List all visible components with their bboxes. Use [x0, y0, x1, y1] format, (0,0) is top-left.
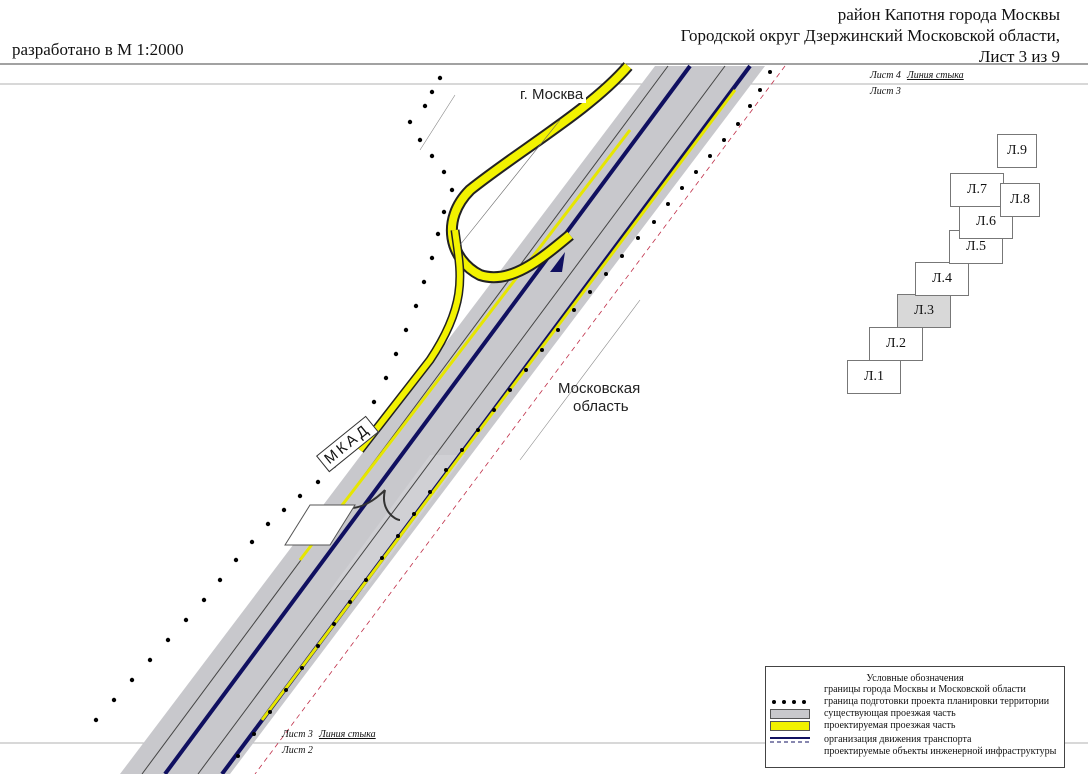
title-line-2: Городской округ Дзержинский Московской о… [680, 26, 1060, 45]
sheet-index-4[interactable]: Л.4 [915, 262, 969, 296]
existing-roadway [120, 66, 765, 774]
boundary-dots-right [236, 70, 772, 758]
title-line-1: район Капотня города Москвы [837, 5, 1060, 24]
join-line-text-top: Линия стыка [906, 70, 964, 81]
legend-text: существующая проезжая часть [824, 708, 956, 719]
legend: Условные обозначения границы города Моск… [765, 666, 1065, 768]
legend-row-projected: проектируемая проезжая часть [770, 720, 1062, 731]
edge-line-1 [141, 65, 669, 774]
sheet-3-text: Лист 3 [282, 729, 313, 740]
service-strip [330, 455, 465, 590]
oblast-label-1: Московская [558, 380, 641, 397]
title-line-3: Лист 3 из 9 [978, 47, 1060, 66]
legend-row-boundary: границы города Москвы и Московской облас… [770, 684, 1062, 695]
direction-arrow [550, 252, 565, 272]
traffic-line-1 [163, 64, 692, 774]
title-block: район Капотня города Москвы Городской ок… [681, 4, 1060, 67]
legend-symbol-none [770, 747, 810, 757]
sheet-label-top-4: Лист 4 Линия стыка [870, 70, 964, 81]
traffic-lines-icon [770, 735, 810, 745]
oblast-label-2: область [573, 398, 629, 415]
sheet-index-3[interactable]: Л.3 [897, 294, 951, 328]
boundary-dots-left [93, 75, 455, 723]
sheet-label-bottom-3: Лист 3 Линия стыка [282, 729, 376, 740]
scale-note: разработано в М 1:2000 [12, 40, 184, 59]
crossing [284, 504, 356, 546]
legend-text: организация движения транспорта [824, 734, 972, 745]
legend-row-infrastructure: проектируемые объекты инженерной инфраст… [770, 746, 1062, 757]
join-line-text-bottom: Линия стыка [318, 729, 376, 740]
sheet-4-text: Лист 4 [870, 70, 901, 81]
legend-row-traffic: организация движения транспорта [770, 734, 1062, 745]
dotted-boundary-icon [770, 697, 810, 707]
sheet-index-1[interactable]: Л.1 [847, 360, 901, 394]
aux-line-3 [519, 299, 641, 461]
aux-line-2 [419, 94, 456, 151]
moscow-label: г. Москва [517, 86, 587, 103]
legend-symbol-none [770, 685, 810, 695]
projected-ramp [448, 63, 632, 282]
legend-title: Условные обозначения [866, 673, 964, 684]
yellow-fill-icon [770, 720, 810, 731]
projected-ramp-2 [357, 229, 463, 452]
legend-row-dotted: граница подготовки проекта планировки те… [770, 696, 1062, 707]
sheet-label-bottom-2: Лист 2 [282, 745, 313, 756]
edge-line-2 [197, 65, 726, 774]
projected-line-2 [298, 129, 632, 561]
sheet-label-top-3: Лист 3 [870, 86, 901, 97]
aux-line-1 [459, 119, 561, 246]
sheet-index-9[interactable]: Л.9 [997, 134, 1037, 168]
sheet-index-7[interactable]: Л.7 [950, 173, 1004, 207]
legend-text: границы города Москвы и Московской облас… [824, 684, 1026, 695]
city-boundary-line [254, 65, 786, 774]
legend-row-existing: существующая проезжая часть [770, 708, 1062, 719]
projected-line-1 [260, 89, 737, 721]
legend-text: граница подготовки проекта планировки те… [824, 696, 1050, 707]
legend-text: проектируемая проезжая часть [824, 720, 956, 731]
grey-fill-icon [770, 708, 810, 719]
sheet-index-8[interactable]: Л.8 [1000, 183, 1040, 217]
sheet-index-2[interactable]: Л.2 [869, 327, 923, 361]
legend-text: проектируемые объекты инженерной инфраст… [824, 746, 1057, 757]
